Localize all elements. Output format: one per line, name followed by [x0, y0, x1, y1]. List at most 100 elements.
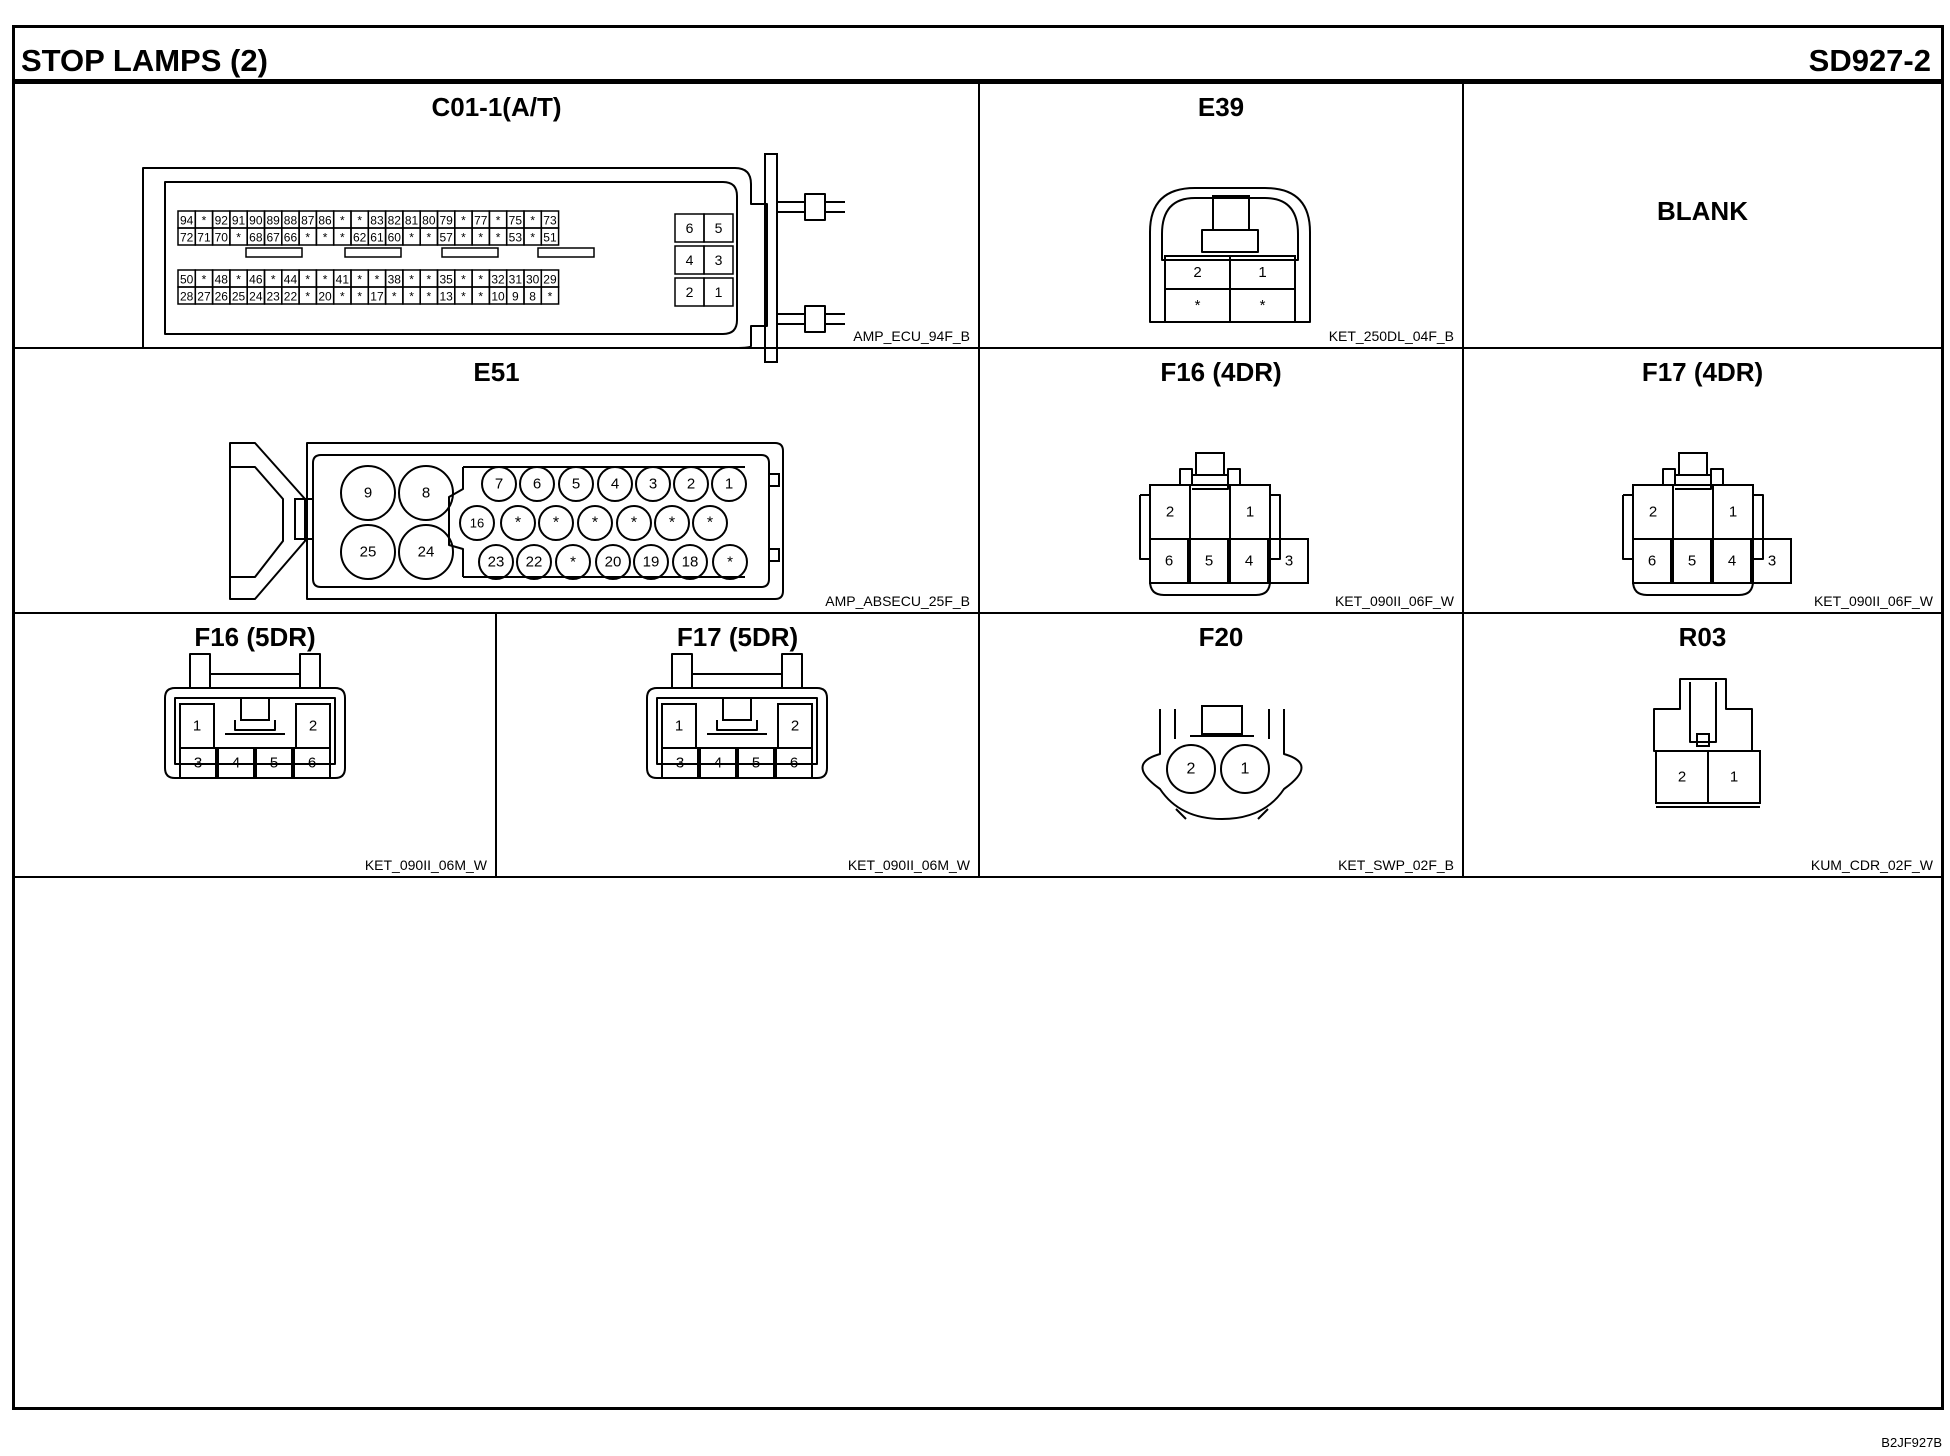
pin-label: * — [592, 515, 598, 532]
pin-cell — [293, 747, 331, 779]
pin-label: 3 — [715, 252, 723, 268]
pin-label: 6 — [533, 476, 541, 493]
pin-label: 5 — [270, 755, 278, 772]
connector-body — [306, 442, 784, 600]
pin-label: 2 — [1193, 264, 1201, 281]
pin-label: 1 — [715, 284, 723, 300]
connector-body — [1149, 484, 1271, 596]
pin-label: 6 — [790, 755, 798, 772]
pin-label: 53 — [509, 231, 523, 245]
pin-label: 3 — [1285, 553, 1293, 570]
pin-label: 2 — [686, 284, 694, 300]
pin-label: * — [340, 231, 345, 245]
page-title: STOP LAMPS (2) — [21, 43, 268, 78]
pin-label: 9 — [364, 485, 372, 502]
latch-base — [1192, 474, 1229, 490]
latch-left — [1139, 494, 1150, 560]
pin-circle — [1166, 744, 1216, 794]
latch — [240, 697, 270, 721]
latch-base — [707, 720, 767, 735]
pin-label: 5 — [1688, 553, 1696, 570]
pin-label: 57 — [439, 231, 453, 245]
pin-circle — [516, 544, 552, 580]
pin-label: 77 — [474, 214, 488, 228]
pin-label: * — [427, 273, 432, 287]
pin-label: 6 — [1648, 553, 1656, 570]
pin-label: 23 — [266, 290, 280, 304]
pin-circle — [577, 505, 613, 541]
pin-label: 3 — [676, 755, 684, 772]
pin-label: 20 — [318, 290, 332, 304]
pin-label: 73 — [543, 214, 557, 228]
connector-f16-4dr-part-number: KET_090II_06F_W — [1334, 593, 1454, 609]
pin-label: * — [553, 515, 559, 532]
pin-label: 10 — [491, 290, 505, 304]
connector-e51-title: E51 — [473, 357, 520, 387]
image-code: B2JF927B — [1881, 1435, 1942, 1450]
pin-circle — [673, 466, 709, 502]
connector-body — [164, 687, 346, 779]
pin-label: * — [427, 290, 432, 304]
connector-ear-inner — [230, 466, 284, 578]
pin-circle — [672, 544, 708, 580]
pin-circle — [340, 524, 396, 580]
pin-cell — [737, 747, 775, 779]
keying-rib — [441, 247, 499, 258]
pin-label: 6 — [1165, 553, 1173, 570]
pin-label: * — [305, 290, 310, 304]
connector-ear — [229, 442, 306, 600]
pin-label: 4 — [1728, 553, 1736, 570]
latch — [1212, 195, 1250, 231]
latch-right — [1270, 494, 1281, 560]
pin-label: * — [570, 554, 576, 571]
latch-left — [1622, 494, 1633, 560]
pin-label: 20 — [605, 554, 622, 571]
pin-label: 5 — [752, 755, 760, 772]
pin-label: 83 — [370, 214, 384, 228]
pin-label: * — [375, 273, 380, 287]
pin-label: * — [202, 273, 207, 287]
pin-label: 72 — [180, 231, 194, 245]
pin-circle — [500, 505, 536, 541]
pin-label: 8 — [529, 290, 536, 304]
pin-label: 4 — [232, 755, 240, 772]
pin-label: 4 — [686, 252, 694, 268]
pin-cell — [179, 747, 217, 779]
pin-label: * — [530, 214, 535, 228]
pin-label: 5 — [715, 220, 723, 236]
keying-rib — [344, 247, 402, 258]
latch-right — [1753, 494, 1764, 560]
pin-label: 4 — [611, 476, 619, 493]
keying-rib — [537, 247, 595, 258]
pin-label: 92 — [215, 214, 229, 228]
pin-cell — [703, 213, 734, 243]
pin-label: 2 — [1187, 761, 1196, 778]
pin-label: * — [515, 515, 521, 532]
connector-hood — [1161, 197, 1299, 261]
blank-label: BLANK — [1657, 196, 1748, 226]
pin-circle — [712, 544, 748, 580]
pin-label: * — [461, 290, 466, 304]
pin-label: * — [1195, 297, 1201, 314]
connector-body — [646, 687, 828, 779]
pin-cell — [1707, 750, 1761, 804]
top-tabs — [671, 653, 803, 688]
pin-label: 1 — [1730, 769, 1738, 786]
connector-body-inner — [656, 697, 818, 765]
pin-label: 88 — [284, 214, 298, 228]
pin-label: 9 — [512, 290, 519, 304]
pin-label: 1 — [1241, 761, 1250, 778]
pin-label: 5 — [572, 476, 580, 493]
pin-label: * — [548, 290, 553, 304]
pin-label: 89 — [266, 214, 280, 228]
pin-label: 68 — [249, 231, 263, 245]
connector-f16-5dr-part-number: KET_090II_06M_W — [364, 857, 487, 873]
